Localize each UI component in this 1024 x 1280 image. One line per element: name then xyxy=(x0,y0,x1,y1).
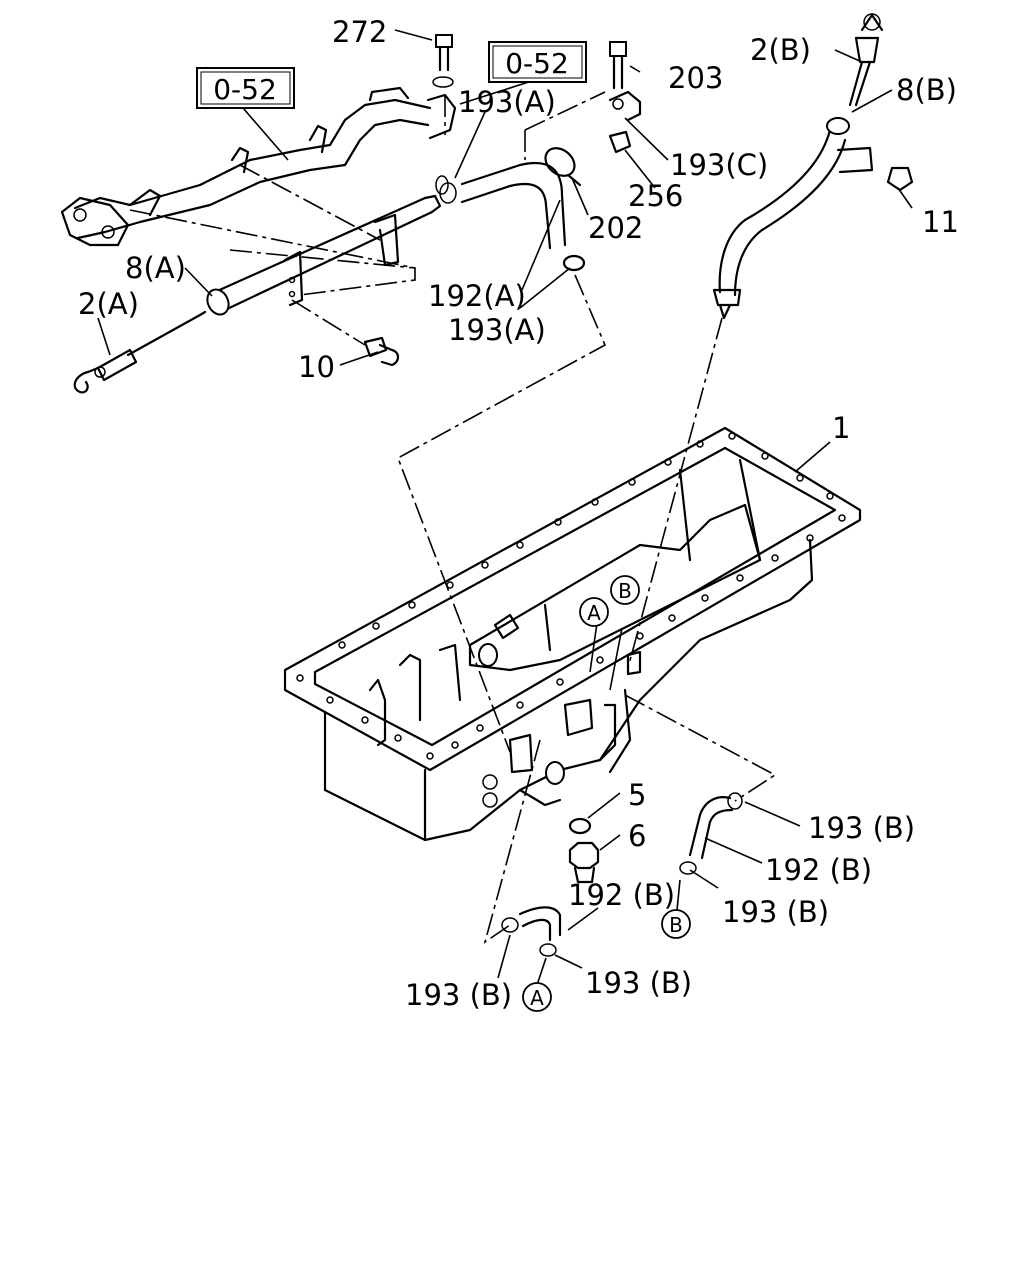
dipstick-tube-8b xyxy=(712,117,914,320)
ref-right-text: 0-52 xyxy=(505,47,569,80)
label-193b-right-1: 193 (B) xyxy=(808,811,915,845)
label-10: 10 xyxy=(298,350,335,384)
label-2b: 2(B) xyxy=(750,33,811,67)
leader-lines xyxy=(97,29,913,986)
label-256: 256 xyxy=(628,179,683,213)
drain-plug-6 xyxy=(568,841,600,884)
label-6: 6 xyxy=(628,819,646,853)
part-labels: 272 203 193(A) 193(C) 256 202 192(A) 193… xyxy=(78,15,959,1012)
label-11: 11 xyxy=(922,205,959,239)
ref-box-left[interactable]: 0-52 xyxy=(196,67,295,109)
marker-b-bottom-text: B xyxy=(669,913,683,937)
dipstick-tube-8a xyxy=(206,194,442,316)
label-193b-left: 193 (B) xyxy=(405,978,512,1012)
label-192b-right: 192 (B) xyxy=(765,853,872,887)
label-192a: 192(A) xyxy=(428,279,526,313)
label-193b-bottom: 193 (B) xyxy=(585,966,692,1000)
marker-b-pan[interactable]: B xyxy=(610,575,640,605)
label-193b-right-2: 193 (B) xyxy=(722,895,829,929)
marker-a-bottom[interactable]: A xyxy=(522,982,552,1012)
label-1: 1 xyxy=(832,411,850,445)
label-5: 5 xyxy=(628,778,646,812)
drain-gasket-5 xyxy=(568,817,592,835)
alignment-lines xyxy=(129,91,777,944)
label-193a-top: 193(A) xyxy=(458,85,556,119)
marker-b-bottom[interactable]: B xyxy=(661,909,691,939)
hose-192b-right xyxy=(679,792,743,875)
bolt-203 xyxy=(608,41,642,154)
label-193c: 193(C) xyxy=(670,148,768,182)
bolt-10 xyxy=(363,336,400,367)
dipstick-2a xyxy=(73,310,207,394)
marker-a-pan-text: A xyxy=(587,601,601,625)
hose-192b-left xyxy=(501,906,562,957)
label-202: 202 xyxy=(588,211,643,245)
oil-pan xyxy=(283,426,862,842)
label-2a: 2(A) xyxy=(78,287,139,321)
label-8a: 8(A) xyxy=(125,251,186,285)
bolt-272 xyxy=(432,34,454,88)
gauge-guide-tube-left xyxy=(60,86,457,247)
marker-a-bottom-text: A xyxy=(530,986,544,1010)
hose-192a xyxy=(435,147,586,272)
label-193a-mid: 193(A) xyxy=(448,313,546,347)
marker-b-pan-text: B xyxy=(618,579,632,603)
dipstick-2b xyxy=(848,13,884,107)
label-203: 203 xyxy=(668,61,723,95)
marker-a-pan[interactable]: A xyxy=(579,597,609,627)
ref-left-text: 0-52 xyxy=(213,73,277,106)
label-8b: 8(B) xyxy=(896,73,957,107)
label-272: 272 xyxy=(332,15,387,49)
label-192b-left: 192 (B) xyxy=(568,878,675,912)
ref-box-right[interactable]: 0-52 xyxy=(488,41,587,83)
flange-bolt-holes xyxy=(296,432,846,760)
